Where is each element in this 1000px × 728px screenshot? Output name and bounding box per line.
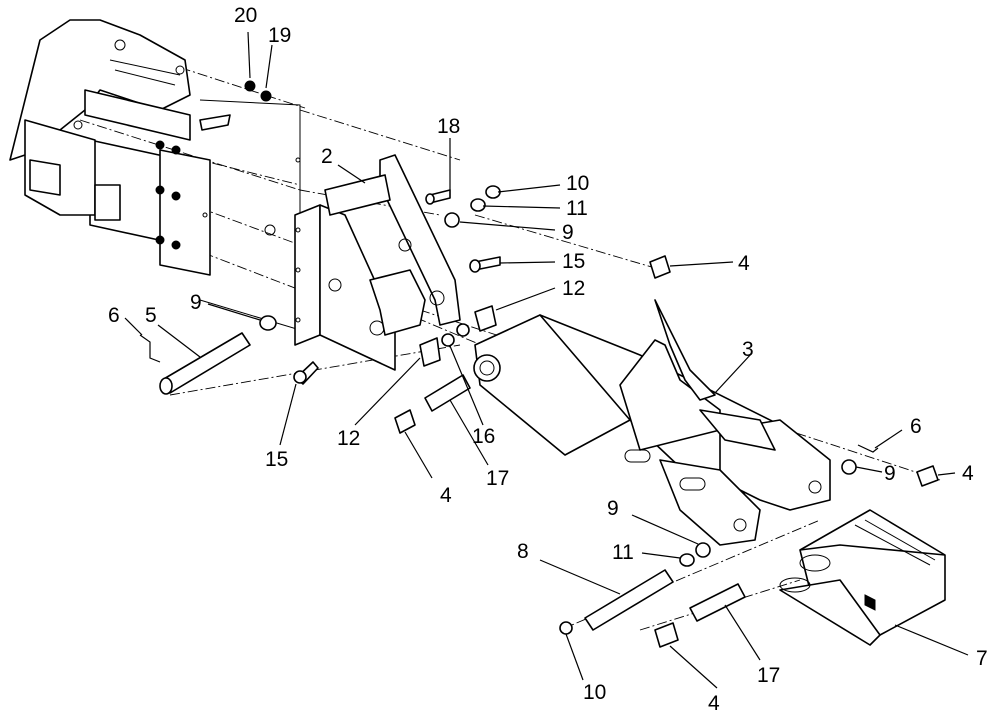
callout-6-right: 6	[910, 415, 922, 438]
callout-11-lower: 11	[612, 541, 634, 564]
callout-11-upper: 11	[566, 197, 588, 220]
callout-4-lower-left: 4	[440, 484, 452, 507]
main-frame	[9, 19, 211, 276]
callout-17-lower: 17	[757, 664, 780, 687]
callout-19: 19	[268, 24, 291, 47]
callout-18: 18	[437, 115, 460, 138]
callout-9-left: 9	[190, 291, 202, 314]
mounting-plate	[199, 99, 301, 331]
callout-8: 8	[517, 540, 529, 563]
leader-lines	[124, 31, 969, 689]
callout-12-lower: 12	[337, 427, 360, 450]
hardware	[139, 80, 939, 648]
callout-15-upper: 15	[562, 250, 585, 273]
callout-labels: 20 19 18 2 10 11 9 15 12 4 9 6 5 3 15 12…	[108, 4, 988, 715]
callout-17-upper: 17	[486, 467, 509, 490]
callout-6-left: 6	[108, 304, 120, 327]
callout-16: 16	[472, 425, 495, 448]
callout-9-upper: 9	[562, 221, 574, 244]
callout-9-lower: 9	[607, 497, 619, 520]
callout-3: 3	[742, 338, 754, 361]
callout-4-upper: 4	[738, 252, 750, 275]
callout-10-lower: 10	[583, 681, 606, 704]
callout-15-lower: 15	[265, 448, 288, 471]
arm-assembly	[473, 299, 831, 546]
callout-9-right: 9	[884, 462, 896, 485]
callout-5: 5	[145, 304, 157, 327]
callout-4-right: 4	[962, 462, 974, 485]
callout-20: 20	[234, 4, 257, 27]
callout-2: 2	[321, 145, 333, 168]
callout-10-upper: 10	[566, 172, 589, 195]
bracket-assembly	[294, 154, 461, 371]
callout-4-lower: 4	[708, 692, 720, 715]
shield-cover	[779, 509, 946, 646]
callout-12-upper: 12	[562, 277, 585, 300]
callout-7: 7	[976, 647, 988, 670]
